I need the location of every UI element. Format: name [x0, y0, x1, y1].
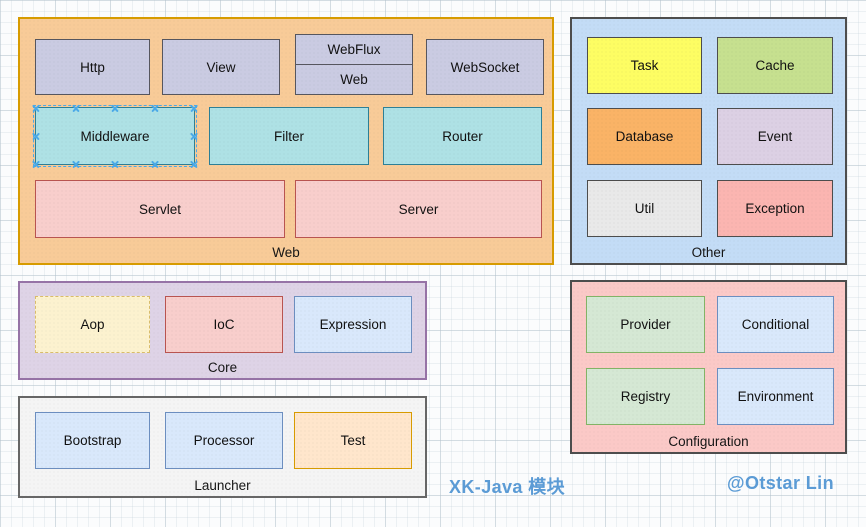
selection-handle-icon[interactable] — [190, 160, 199, 169]
module-label: Server — [398, 201, 439, 217]
module-cache[interactable]: Cache — [717, 37, 833, 94]
selection-handle-icon[interactable] — [150, 104, 159, 113]
module-aop[interactable]: Aop — [35, 296, 150, 353]
module-label: Registry — [620, 389, 671, 404]
selection-handle-icon[interactable] — [32, 160, 41, 169]
module-label: Servlet — [138, 201, 182, 217]
selection-handle-icon[interactable] — [71, 104, 80, 113]
module-filter[interactable]: Filter — [209, 107, 369, 165]
selection-handle-icon[interactable] — [190, 104, 199, 113]
module-servlet[interactable]: Servlet — [35, 180, 285, 238]
module-bootstrap[interactable]: Bootstrap — [35, 412, 150, 469]
group-web[interactable]: Http View WebFlux Web WebSocket Middlewa… — [18, 17, 554, 265]
group-configuration[interactable]: Provider Conditional Registry Environmen… — [570, 280, 847, 454]
module-test[interactable]: Test — [294, 412, 412, 469]
group-label-launcher: Launcher — [194, 478, 251, 493]
module-router[interactable]: Router — [383, 107, 542, 165]
module-label: Http — [80, 59, 105, 75]
selection-handle-icon[interactable] — [32, 132, 41, 141]
module-processor[interactable]: Processor — [165, 412, 283, 469]
module-ioc[interactable]: IoC — [165, 296, 283, 353]
diagram-title[interactable]: XK-Java 模块 — [449, 477, 566, 497]
group-label-web: Web — [272, 245, 300, 260]
module-web[interactable]: Web — [296, 65, 412, 94]
group-other[interactable]: Task Cache Database Event Util Exception… — [570, 17, 847, 265]
group-label-configuration: Configuration — [668, 434, 749, 449]
module-label: Environment — [737, 389, 814, 404]
module-label: Cache — [755, 58, 795, 73]
module-exception[interactable]: Exception — [717, 180, 833, 237]
module-label: Database — [615, 129, 674, 144]
module-label: Router — [442, 128, 483, 144]
module-provider[interactable]: Provider — [586, 296, 705, 353]
module-label: Expression — [319, 317, 387, 332]
module-label: Util — [634, 201, 655, 216]
module-util[interactable]: Util — [587, 180, 702, 237]
module-label: Middleware — [80, 128, 150, 144]
module-webflux-web-stack[interactable]: WebFlux Web — [295, 34, 413, 95]
module-label: Conditional — [741, 317, 810, 332]
module-expression[interactable]: Expression — [294, 296, 412, 353]
module-task[interactable]: Task — [587, 37, 702, 94]
module-label: Provider — [620, 317, 671, 332]
module-label: Test — [340, 433, 366, 448]
module-webflux[interactable]: WebFlux — [296, 35, 412, 65]
selection-handle-icon[interactable] — [150, 160, 159, 169]
module-http[interactable]: Http — [35, 39, 150, 95]
module-label: Filter — [274, 128, 304, 144]
module-middleware[interactable]: Middleware — [32, 104, 197, 167]
author-credit[interactable]: @Otstar Lin — [727, 473, 834, 493]
module-label: Event — [757, 129, 793, 144]
selection-handle-icon[interactable] — [71, 160, 80, 169]
module-label: Aop — [80, 317, 105, 332]
selection-handle-icon[interactable] — [32, 104, 41, 113]
module-label: WebSocket — [450, 59, 520, 75]
module-event[interactable]: Event — [717, 108, 833, 165]
module-environment[interactable]: Environment — [717, 368, 834, 425]
module-database[interactable]: Database — [587, 108, 702, 165]
selection-handle-icon[interactable] — [190, 132, 199, 141]
module-label: Exception — [745, 201, 805, 216]
module-registry[interactable]: Registry — [586, 368, 705, 425]
module-label: View — [206, 59, 236, 75]
group-launcher[interactable]: Bootstrap Processor Test Launcher — [18, 396, 427, 498]
module-label: Task — [630, 58, 659, 73]
module-label: Bootstrap — [63, 433, 122, 448]
module-server[interactable]: Server — [295, 180, 542, 238]
module-view[interactable]: View — [162, 39, 280, 95]
module-conditional[interactable]: Conditional — [717, 296, 834, 353]
module-websocket[interactable]: WebSocket — [426, 39, 544, 95]
group-core[interactable]: Aop IoC Expression Core — [18, 281, 427, 380]
selection-handle-icon[interactable] — [111, 104, 120, 113]
module-label: Web — [340, 72, 368, 87]
module-label: IoC — [213, 317, 235, 332]
module-label: Processor — [193, 433, 255, 448]
group-label-core: Core — [207, 360, 238, 375]
module-label: WebFlux — [327, 42, 381, 57]
group-label-other: Other — [691, 245, 726, 260]
selection-handle-icon[interactable] — [111, 160, 120, 169]
